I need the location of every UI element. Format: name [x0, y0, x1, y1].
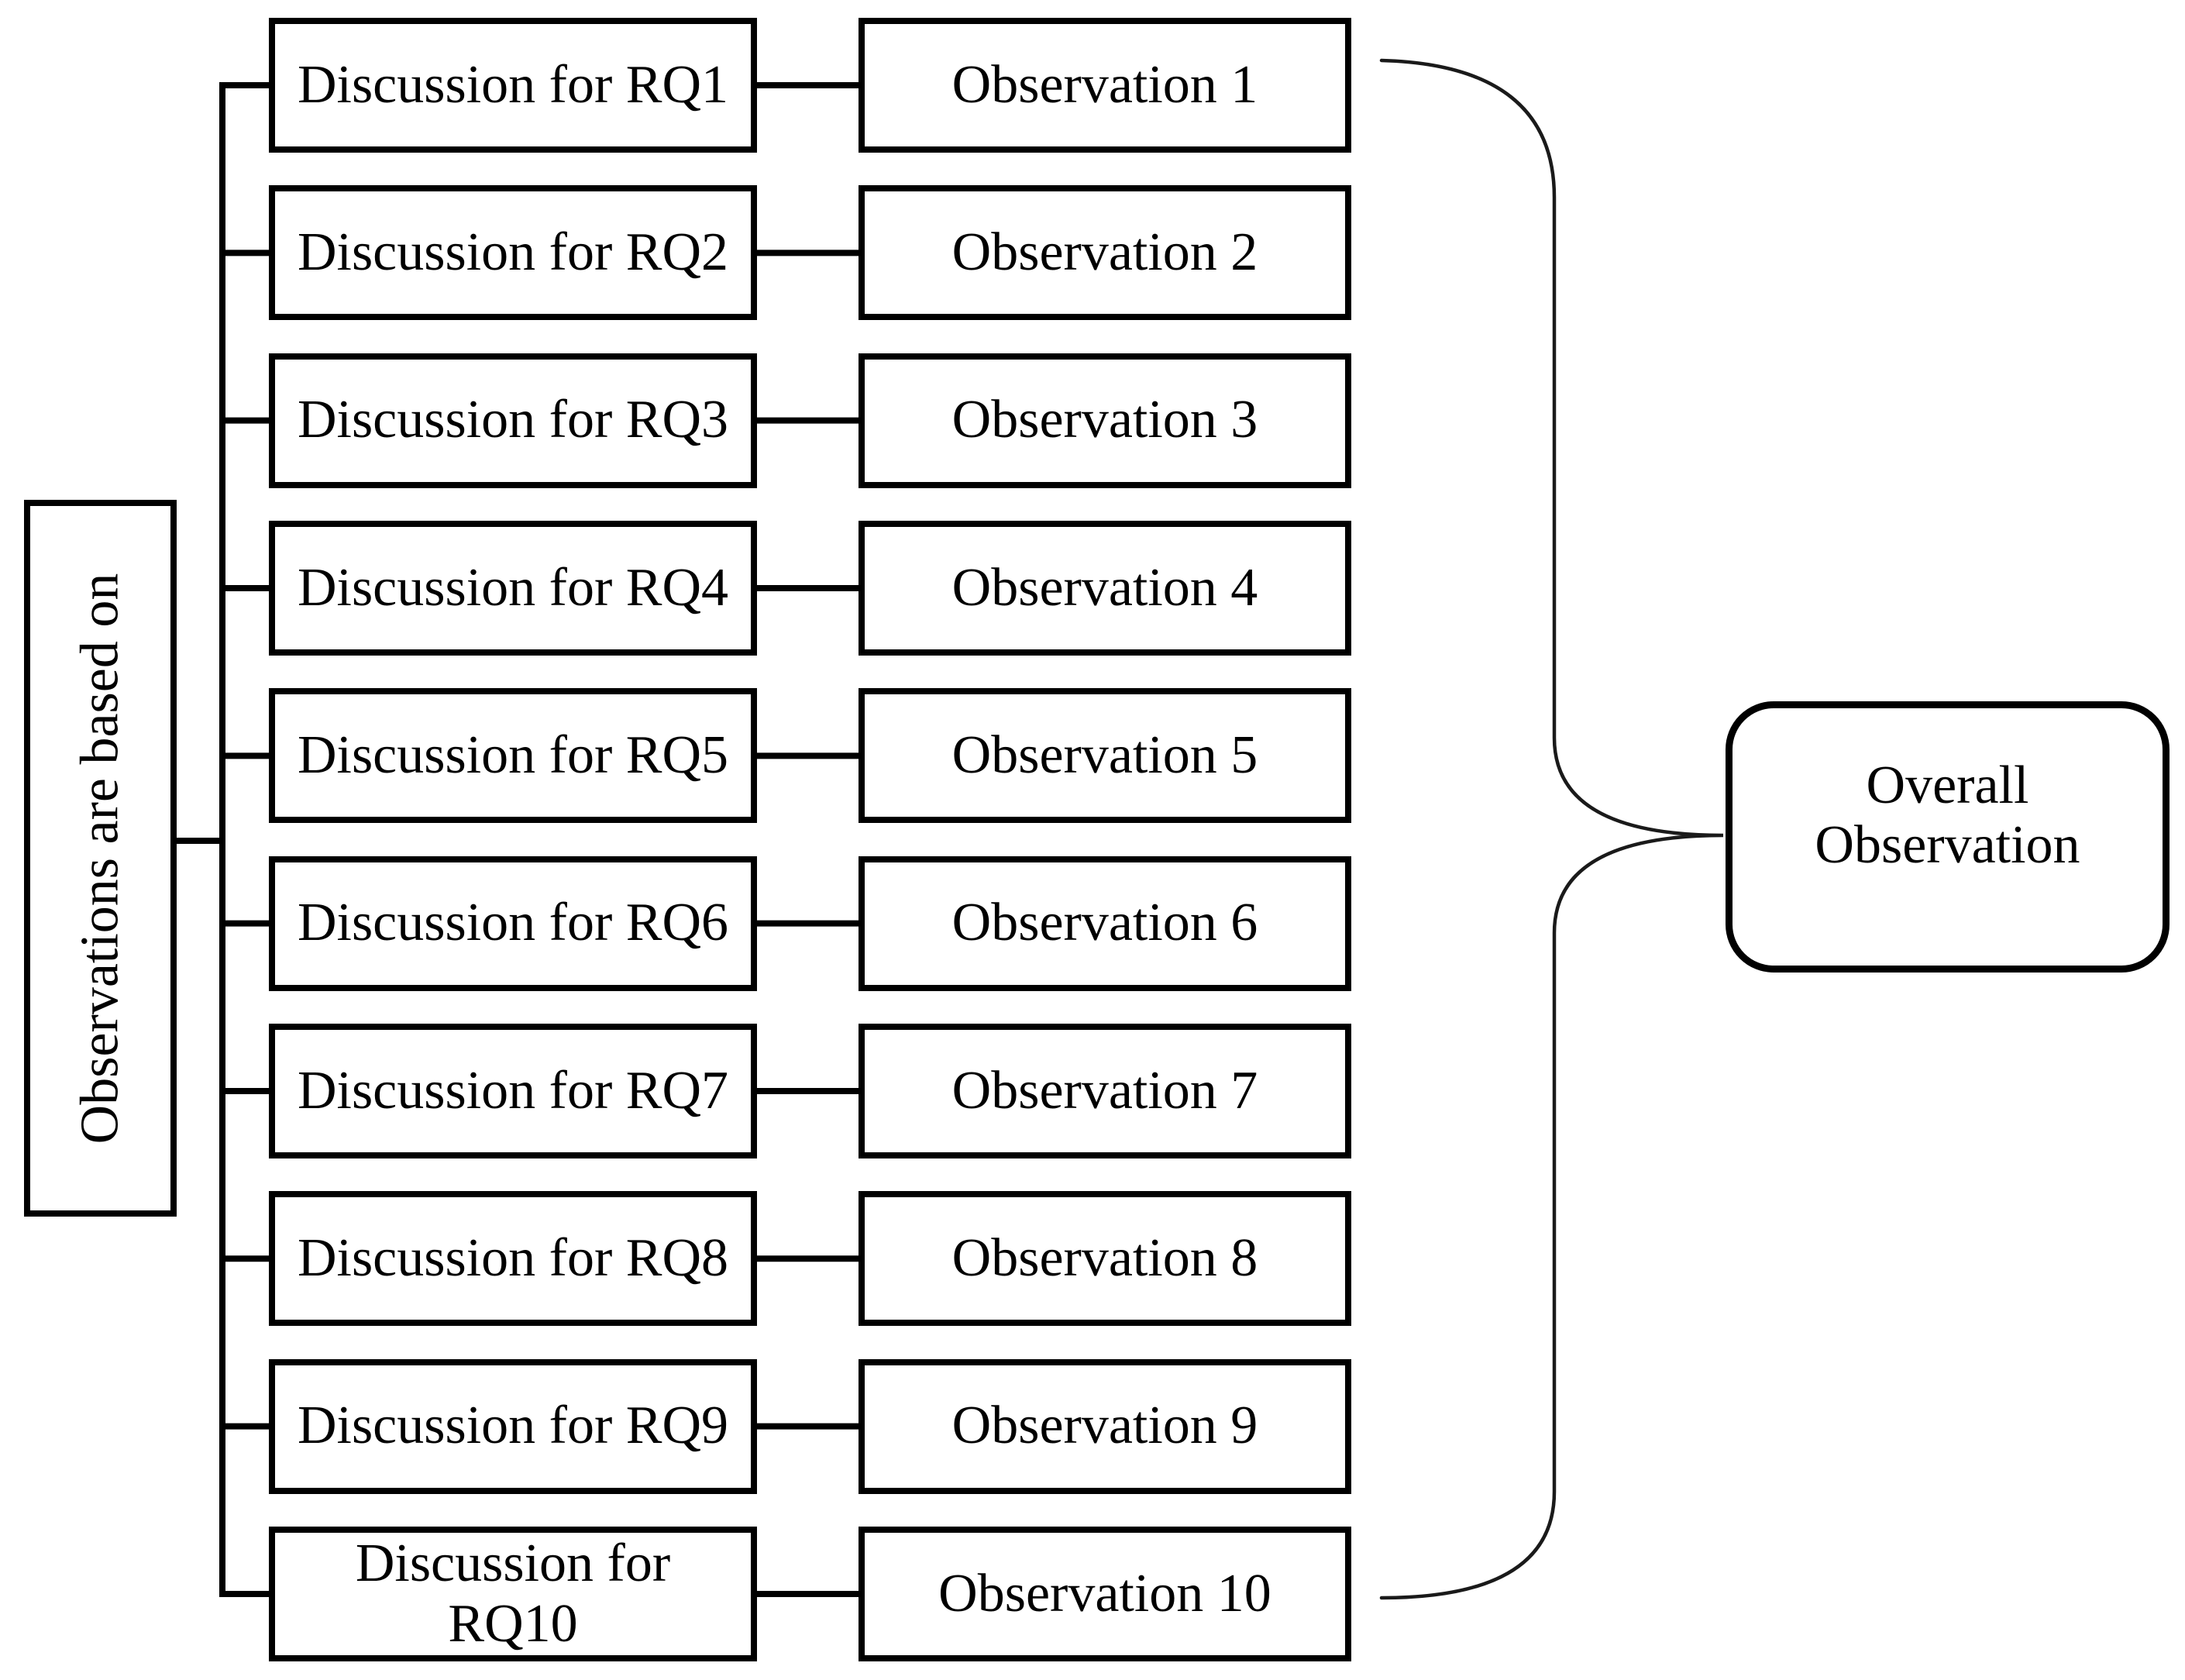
discussion-box-8: Discussion for RQ8 — [269, 1191, 757, 1327]
discussion-box-6: Discussion for RQ6 — [269, 855, 757, 991]
observation-box-2: Observation 2 — [859, 185, 1351, 321]
observation-box-3: Observation 3 — [859, 353, 1351, 488]
observation-box-8: Observation 8 — [859, 1191, 1351, 1327]
discussion-label-5: Discussion for RQ5 — [297, 725, 729, 786]
discussion-box-5: Discussion for RQ5 — [269, 688, 757, 824]
source-box: Observations are based on — [24, 500, 177, 1217]
observation-label-3: Observation 3 — [951, 390, 1258, 450]
discussion-label-4: Discussion for RQ4 — [297, 557, 729, 618]
discussion-label-3: Discussion for RQ3 — [297, 390, 729, 450]
discussion-label-1: Discussion for RQ1 — [297, 54, 729, 115]
observation-label-6: Observation 6 — [951, 893, 1258, 953]
observation-label-2: Observation 2 — [951, 222, 1258, 283]
observation-box-1: Observation 1 — [859, 18, 1351, 153]
discussion-label-9: Discussion for RQ9 — [297, 1396, 729, 1456]
observation-box-10: Observation 10 — [859, 1526, 1351, 1661]
observation-box-6: Observation 6 — [859, 855, 1351, 991]
brace — [1379, 58, 1724, 1600]
observation-label-1: Observation 1 — [951, 54, 1258, 115]
discussion-label-10: Discussion for RQ10 — [355, 1533, 671, 1654]
discussion-box-9: Discussion for RQ9 — [269, 1358, 757, 1494]
observation-box-5: Observation 5 — [859, 688, 1351, 824]
observation-label-10: Observation 10 — [938, 1563, 1271, 1623]
discussion-label-6: Discussion for RQ6 — [297, 893, 729, 953]
observation-label-9: Observation 9 — [951, 1396, 1258, 1456]
observation-box-4: Observation 4 — [859, 520, 1351, 656]
discussion-box-10: Discussion for RQ10 — [269, 1526, 757, 1661]
overall-observation-box: Overall Observation — [1726, 701, 2170, 973]
observation-label-7: Observation 7 — [951, 1060, 1258, 1121]
discussion-label-8: Discussion for RQ8 — [297, 1228, 729, 1289]
discussion-box-7: Discussion for RQ7 — [269, 1023, 757, 1158]
discussion-box-2: Discussion for RQ2 — [269, 185, 757, 321]
discussion-box-3: Discussion for RQ3 — [269, 353, 757, 488]
source-label: Observations are based on — [70, 573, 130, 1144]
overall-label-line1: Overall — [1866, 756, 2029, 815]
overall-label-line2: Observation — [1815, 815, 2080, 875]
discussion-box-1: Discussion for RQ1 — [269, 18, 757, 153]
observation-label-4: Observation 4 — [951, 557, 1258, 618]
discussion-label-7: Discussion for RQ7 — [297, 1060, 729, 1121]
observation-label-8: Observation 8 — [951, 1228, 1258, 1289]
observation-label-5: Observation 5 — [951, 725, 1258, 786]
observation-box-7: Observation 7 — [859, 1023, 1351, 1158]
discussion-label-2: Discussion for RQ2 — [297, 222, 729, 283]
observation-box-9: Observation 9 — [859, 1358, 1351, 1494]
discussion-box-4: Discussion for RQ4 — [269, 520, 757, 656]
